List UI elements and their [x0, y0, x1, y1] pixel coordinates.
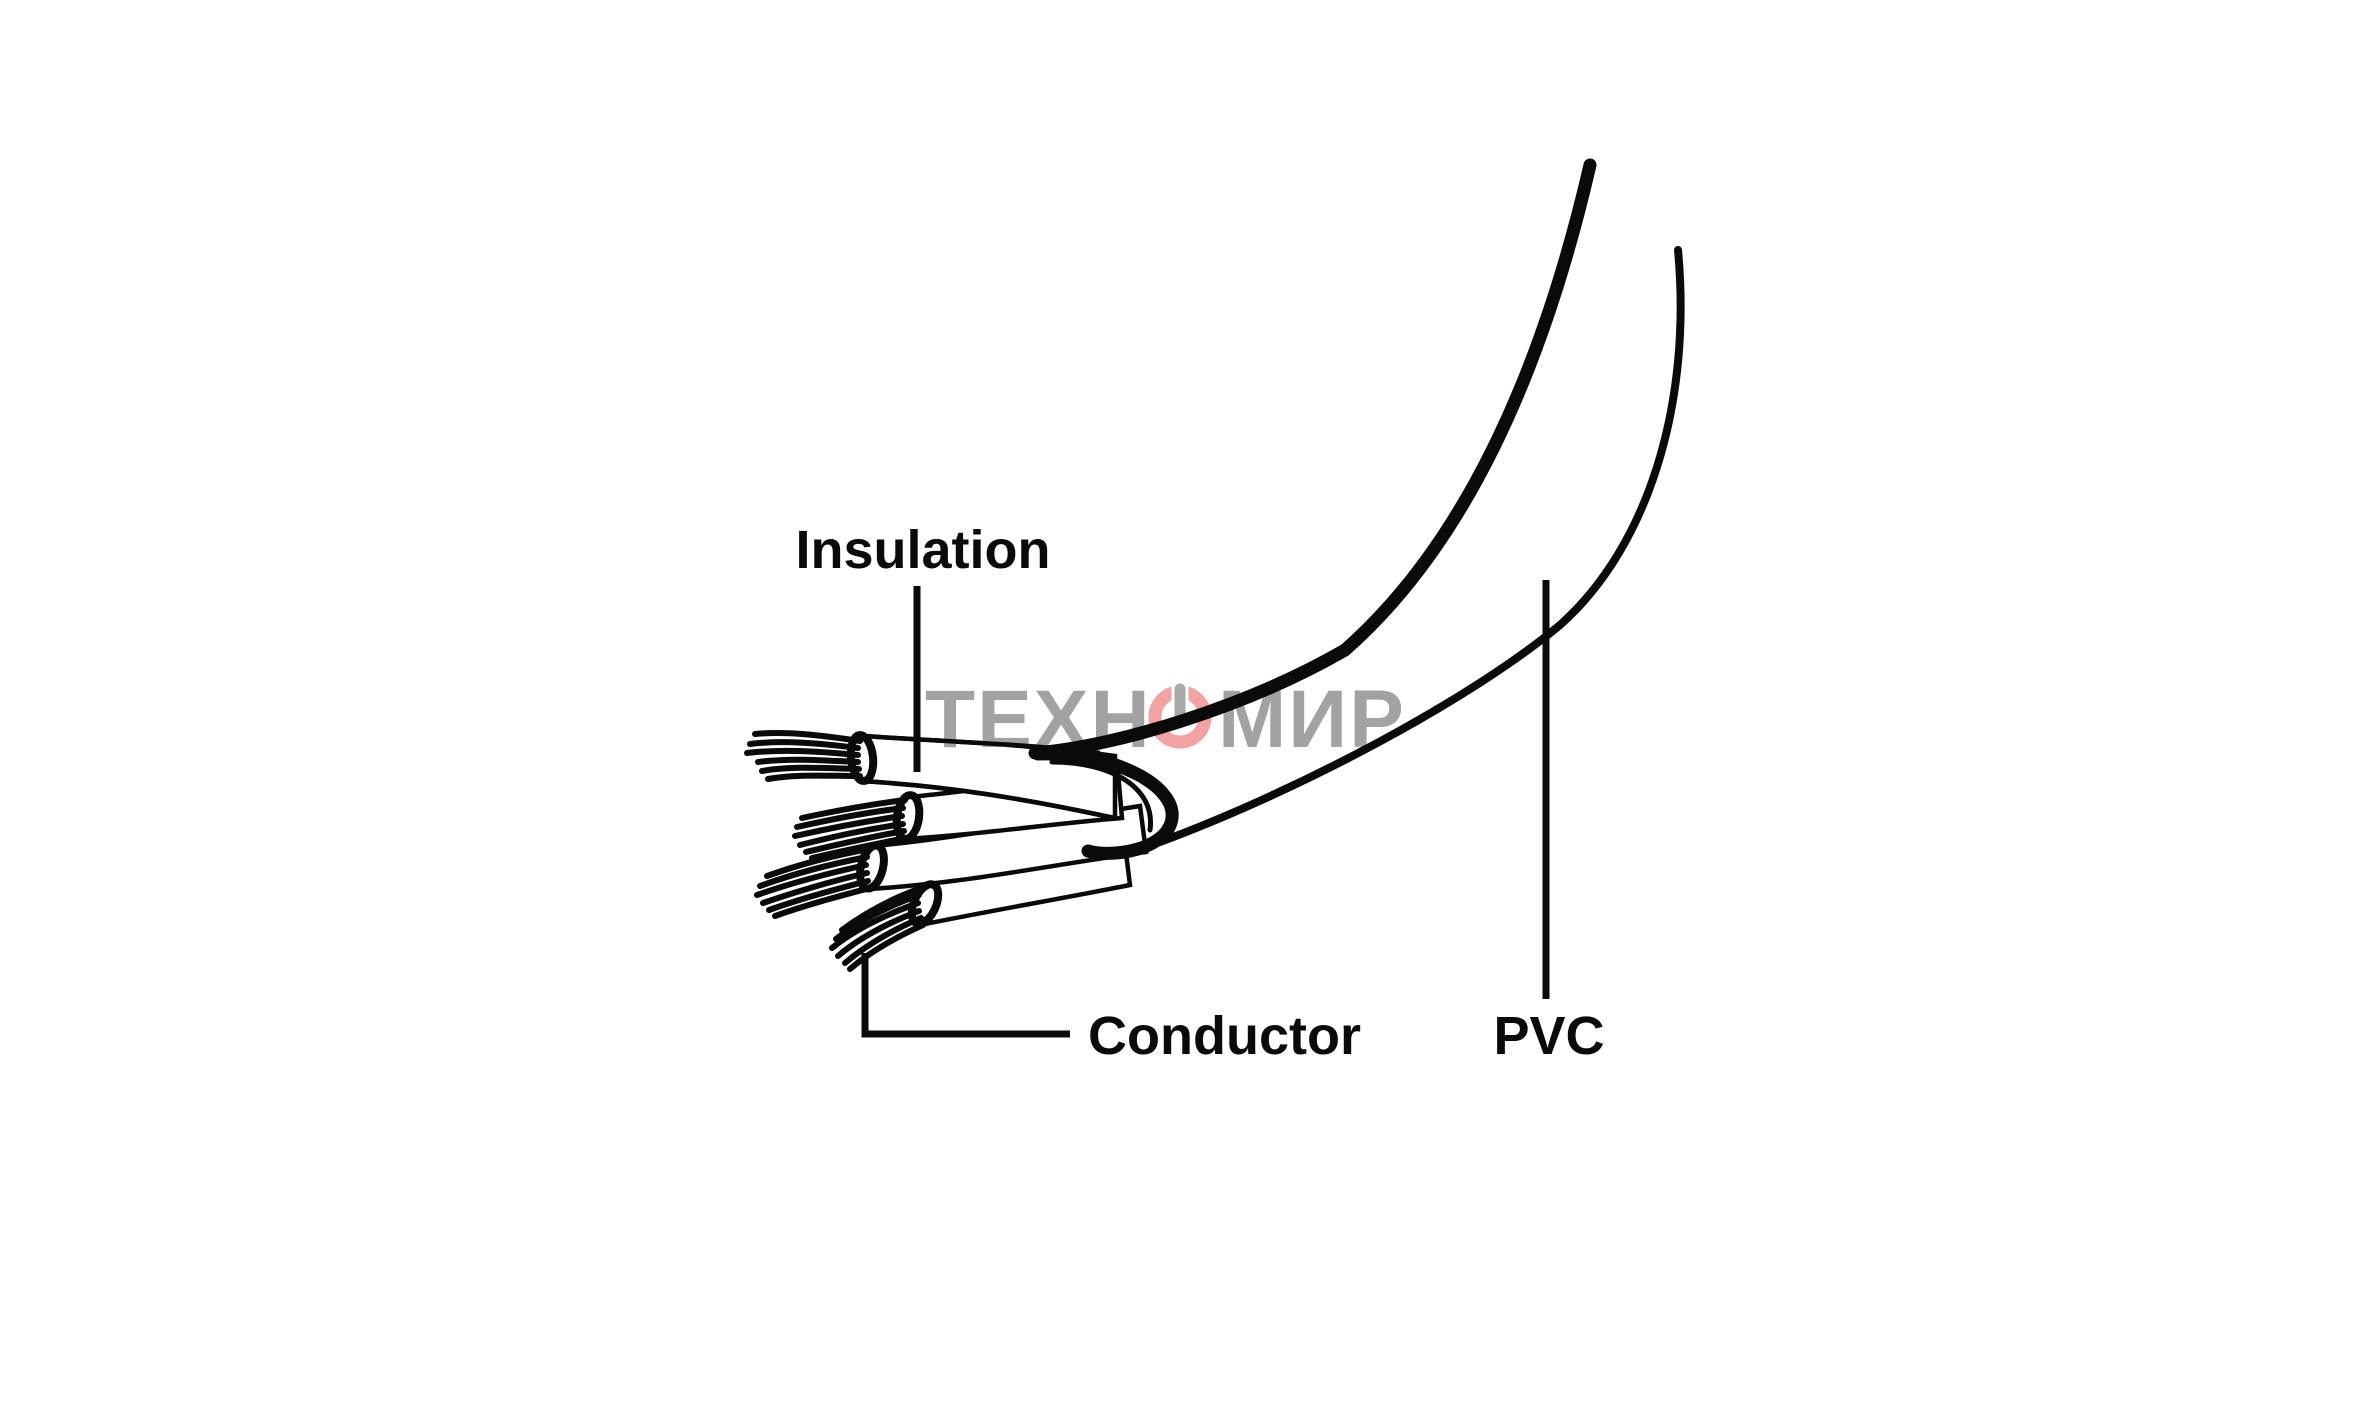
strand	[754, 862, 869, 898]
strand	[765, 772, 863, 782]
conductor-leader-line	[861, 953, 1070, 1038]
strand	[755, 756, 861, 765]
wire-3-conductor-strands	[754, 846, 873, 919]
wire-1-conductor-strands	[744, 730, 863, 782]
strand	[747, 739, 861, 751]
strand	[757, 854, 870, 889]
strand	[792, 813, 905, 839]
wire-1-tube-top-edge	[863, 733, 1101, 756]
strand	[759, 764, 862, 774]
wire-4-conductor-strands	[829, 885, 926, 972]
rim-outer-arc	[1031, 747, 1179, 860]
watermark-text-suffix: МИР	[1218, 674, 1406, 765]
wire-1-tube-bottom-edge	[859, 778, 1101, 818]
rim-inner-arc	[1049, 759, 1154, 833]
watermark: ТЕХН МИР	[925, 674, 1406, 765]
cable-white-bodies	[857, 165, 1681, 928]
strand	[752, 730, 863, 744]
wire-tube-edges	[859, 733, 1101, 818]
strand	[764, 846, 872, 879]
strand	[797, 821, 906, 848]
labels: Insulation Conductor PVC	[796, 520, 1605, 1066]
insulation-label: Insulation	[796, 520, 1051, 580]
strand	[833, 892, 922, 942]
strand	[829, 900, 921, 951]
strand	[744, 747, 861, 758]
strand	[799, 797, 908, 821]
strand	[794, 805, 906, 830]
pvc-label: PVC	[1493, 1006, 1604, 1066]
pvc-jacket-inner-edge	[1156, 246, 1685, 846]
jacket-opening-rim	[1031, 747, 1179, 860]
strand	[809, 835, 909, 861]
pvc-jacket-outer-edge	[1028, 158, 1597, 760]
conductor-label: Conductor	[1088, 1006, 1361, 1066]
strand	[772, 885, 873, 919]
strand	[766, 878, 871, 913]
cable-line-art	[744, 158, 1685, 972]
strand	[842, 915, 924, 966]
strand	[839, 885, 924, 933]
pvc-jacket-body	[1035, 165, 1681, 842]
strand	[835, 908, 922, 959]
strand	[803, 828, 907, 855]
strand	[760, 870, 870, 906]
wire-2-conductor-strands	[792, 797, 909, 861]
strand	[847, 922, 926, 972]
leader-lines	[861, 580, 1550, 1038]
